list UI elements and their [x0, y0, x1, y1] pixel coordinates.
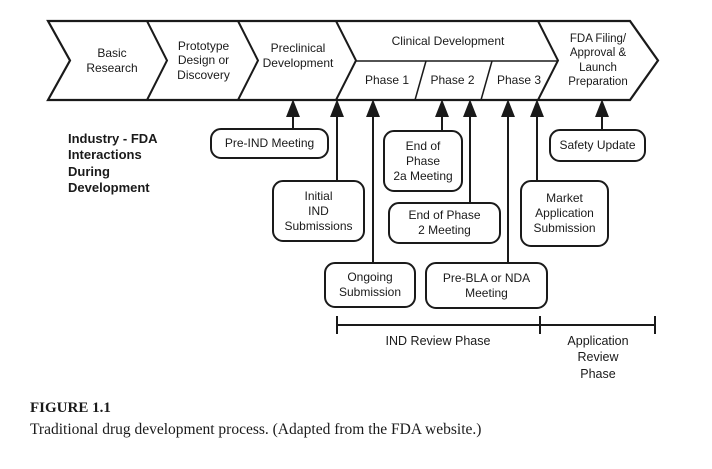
- stage-label-prototype-design: Prototype Design or Discovery: [177, 38, 230, 82]
- callout-pre-bla-or-nda-meeting: Pre-BLA or NDA Meeting: [425, 262, 548, 309]
- timeline-label-application-review-phase: Application Review Phase: [567, 334, 629, 381]
- stage-label-preclinical-development: Preclinical Development: [262, 40, 334, 70]
- interaction-arrows: [286, 99, 609, 264]
- arrow-end-phase-2-head: [463, 99, 477, 117]
- stage-label-basic-research: Basic Research: [86, 45, 138, 75]
- diagram-linework: [46, 19, 660, 334]
- callout-initial-ind-submissions: Initial IND Submissions: [272, 180, 365, 242]
- figure-caption-text: Traditional drug development process. (A…: [30, 421, 482, 438]
- arrow-initial-ind-head: [330, 99, 344, 117]
- stage-separator-2: [237, 20, 260, 101]
- callout-market-application-submission: Market Application Submission: [520, 180, 609, 247]
- side-label-industry-fda-interactions: Industry - FDA Interactions During Devel…: [68, 131, 158, 196]
- figure-number: FIGURE 1.1: [30, 400, 111, 416]
- phase-label-1: Phase 1: [364, 73, 410, 88]
- drug-development-diagram: Basic Research Prototype Design or Disco…: [46, 19, 660, 381]
- phase-separator-1: [414, 60, 427, 101]
- callout-end-of-phase-2a-meeting: End of Phase 2a Meeting: [383, 130, 463, 192]
- review-phase-bracket: [336, 316, 656, 334]
- timeline-label-ind-review-phase: IND Review Phase: [385, 334, 491, 348]
- figure-caption: FIGURE 1.1 Traditional drug development …: [30, 400, 680, 439]
- arrow-safety-update-head: [595, 99, 609, 117]
- phase-label-3: Phase 3: [496, 73, 542, 88]
- phase-separator-2: [480, 60, 493, 101]
- arrow-end-phase-2a-head: [435, 99, 449, 117]
- arrow-pre-bla-head: [501, 99, 515, 117]
- process-band-shape: [46, 19, 660, 102]
- stage-label-fda-filing: FDA Filing/ Approval & Launch Preparatio…: [568, 33, 628, 88]
- callout-pre-ind-meeting: Pre-IND Meeting: [210, 128, 329, 159]
- callout-end-of-phase-2-meeting: End of Phase 2 Meeting: [388, 202, 501, 244]
- stage-separator-1: [146, 20, 169, 101]
- callout-safety-update: Safety Update: [549, 129, 646, 162]
- stage-label-clinical-development: Clinical Development: [391, 33, 505, 48]
- arrow-market-application-head: [530, 99, 544, 117]
- phase-label-2: Phase 2: [430, 73, 475, 88]
- arrow-pre-ind-head: [286, 99, 300, 117]
- arrow-ongoing-submission-head: [366, 99, 380, 117]
- callout-ongoing-submission: Ongoing Submission: [324, 262, 416, 308]
